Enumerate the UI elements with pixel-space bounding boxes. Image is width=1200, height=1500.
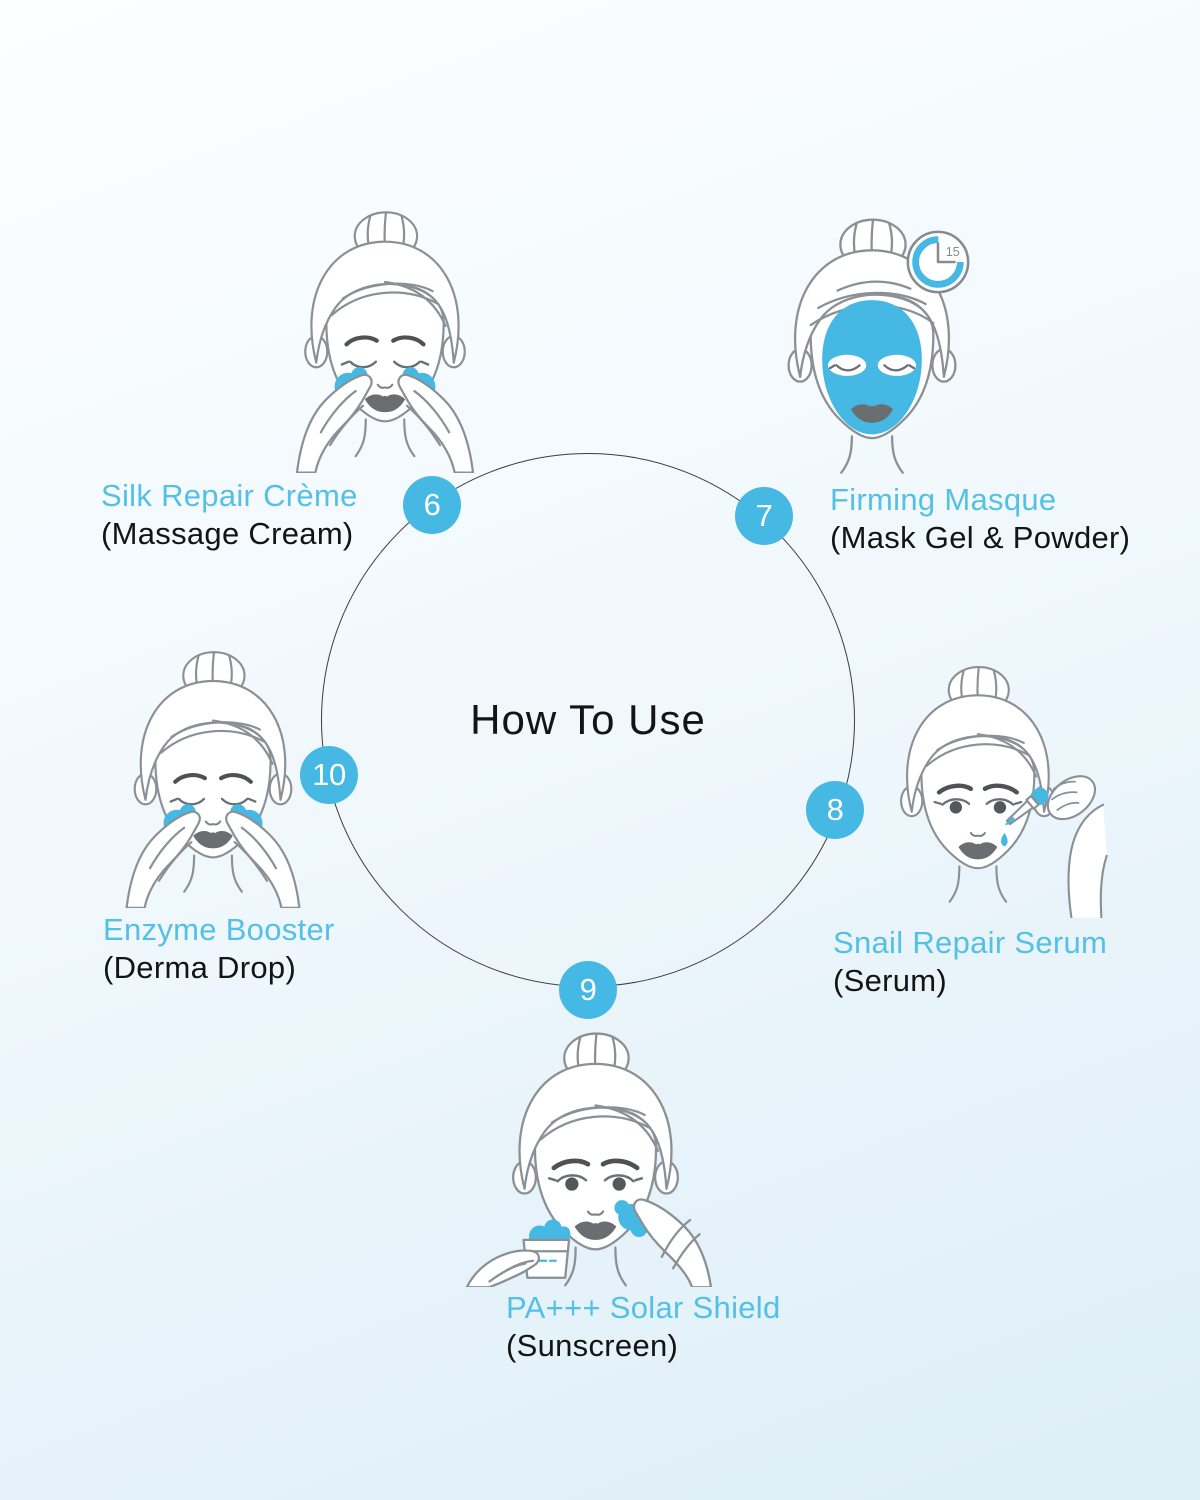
- product-form: (Massage Cream): [101, 516, 354, 551]
- sunscreen-face-illustration: [465, 1032, 713, 1288]
- firming-masque-face-illustration: [787, 218, 957, 474]
- step-badge-9: 9: [559, 961, 617, 1019]
- step-badge-10: 10: [300, 746, 358, 804]
- step-label-solar-shield: PA+++ Solar Shield (Sunscreen): [506, 1289, 781, 1365]
- product-form: (Serum): [833, 963, 948, 998]
- page-title: How To Use: [470, 696, 706, 743]
- step-label-enzyme-booster: Enzyme Booster (Derma Drop): [103, 911, 335, 987]
- product-form: (Sunscreen): [506, 1328, 679, 1363]
- product-name: Enzyme Booster: [103, 912, 335, 947]
- enzyme-booster-face-illustration: [125, 651, 301, 908]
- product-name: Snail Repair Serum: [833, 925, 1108, 960]
- product-name: Silk Repair Crème: [101, 478, 358, 513]
- product-name: PA+++ Solar Shield: [506, 1290, 781, 1325]
- step-label-snail-repair-serum: Snail Repair Serum (Serum): [833, 924, 1107, 1000]
- timer-minutes: 15: [946, 245, 960, 259]
- step-badge-7: 7: [735, 487, 793, 545]
- step-badge-8: 8: [806, 781, 864, 839]
- step-label-firming-masque: Firming Masque (Mask Gel & Powder): [830, 481, 1130, 557]
- timer-clock-icon: 15: [906, 230, 970, 294]
- massage-cream-face-illustration: [295, 211, 475, 473]
- product-form: (Mask Gel & Powder): [830, 520, 1131, 555]
- product-form: (Derma Drop): [103, 950, 297, 985]
- product-name: Firming Masque: [830, 482, 1057, 517]
- step-badge-6: 6: [403, 476, 461, 534]
- step-label-silk-repair-creme: Silk Repair Crème (Massage Cream): [101, 477, 358, 553]
- serum-dropper-face-illustration: [900, 665, 1108, 918]
